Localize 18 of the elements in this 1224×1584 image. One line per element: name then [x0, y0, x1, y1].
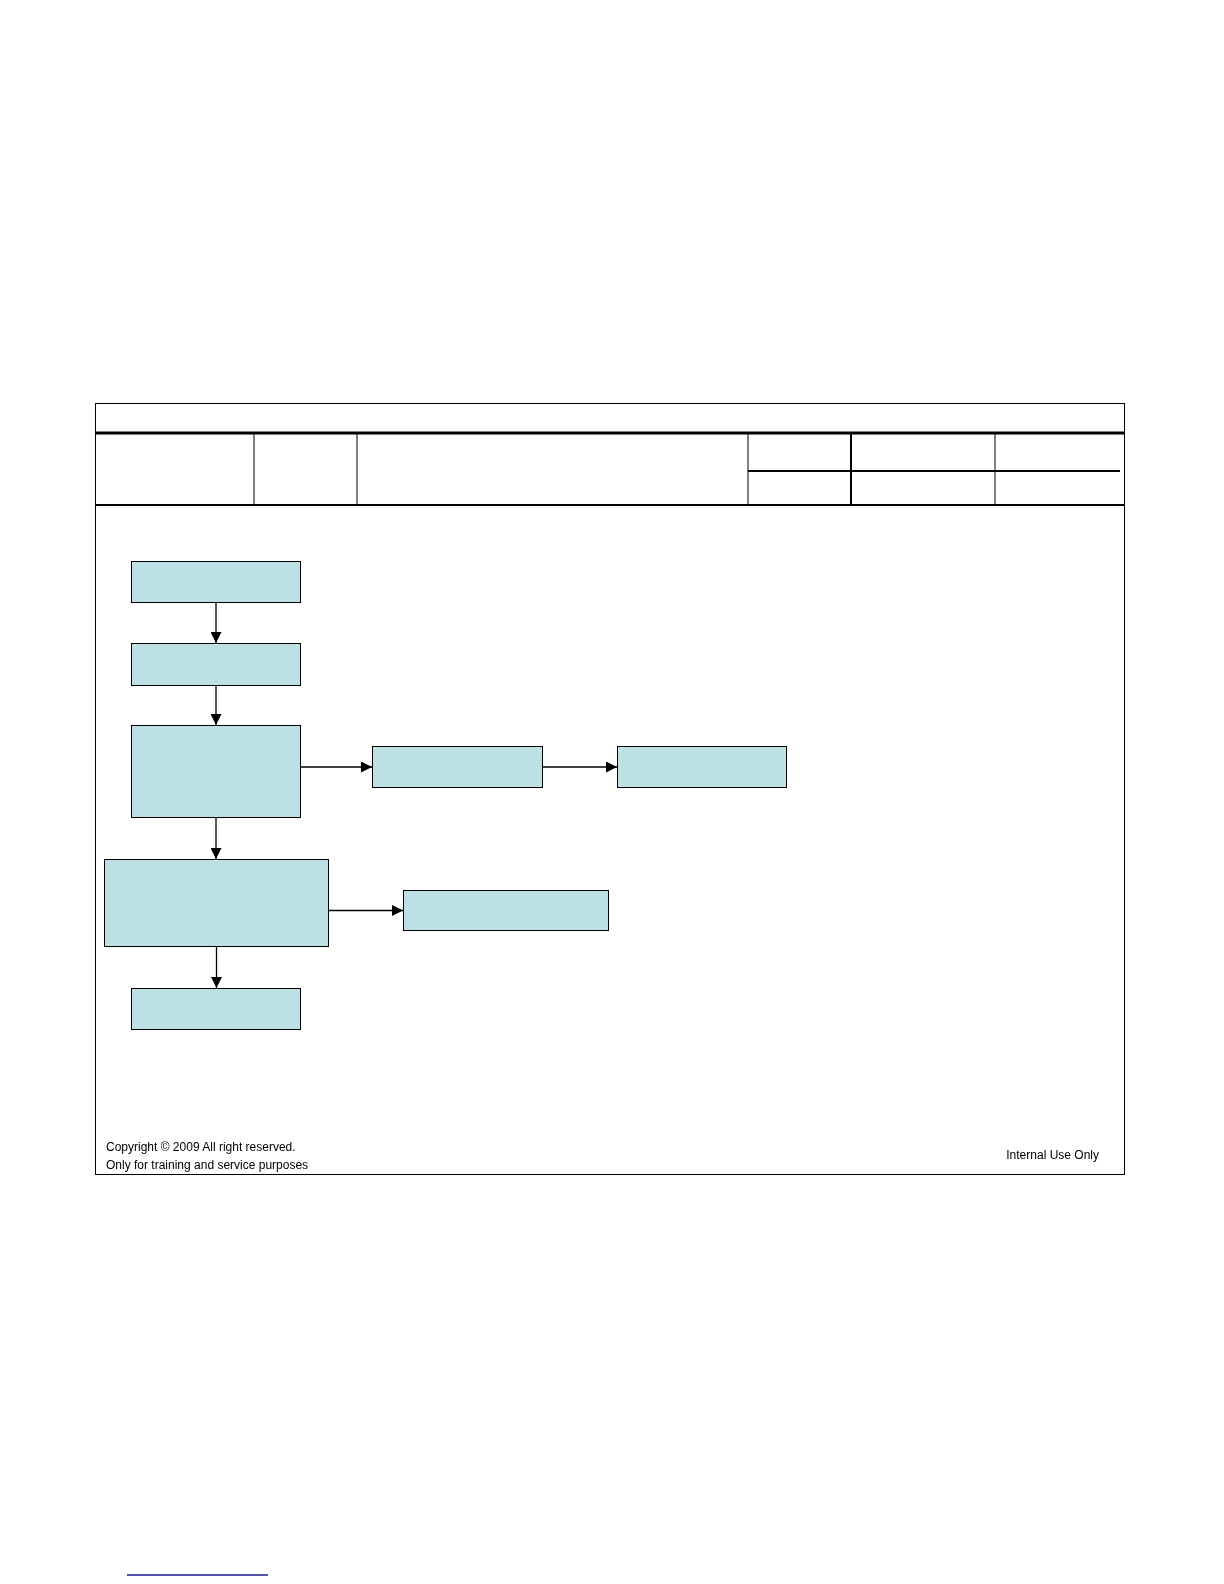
footer-note: Copyright © 2009 All right reserved.	[106, 1141, 296, 1153]
process-box	[372, 746, 543, 788]
process-box	[131, 643, 301, 686]
arrow	[542, 761, 618, 773]
arrow	[210, 685, 222, 726]
process-box	[131, 725, 301, 818]
arrow	[211, 946, 222, 989]
arrow	[210, 817, 222, 860]
process-box	[131, 561, 301, 603]
process-box	[403, 890, 609, 931]
arrow	[300, 761, 373, 773]
process-box	[617, 746, 787, 788]
arrow	[210, 602, 222, 644]
process-box	[104, 859, 329, 947]
arrow	[328, 905, 404, 916]
footer-note: Internal Use Only	[1006, 1149, 1099, 1161]
process-box	[131, 988, 301, 1030]
footer-note: Only for training and service purposes	[106, 1159, 309, 1171]
